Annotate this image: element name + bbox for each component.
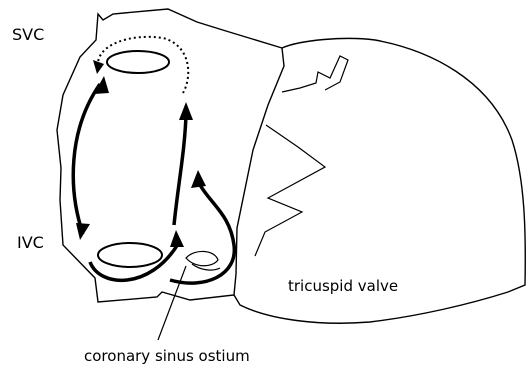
right-atrium-outline xyxy=(57,9,284,302)
left-arrowhead-top xyxy=(94,76,109,94)
bottom-flow-arrowhead xyxy=(170,230,184,247)
ventricle-notch xyxy=(282,56,348,92)
coronary-flow-arrowhead xyxy=(191,170,206,188)
left-flow-arrow xyxy=(73,84,100,234)
dotted-loop-arrowhead xyxy=(93,60,104,74)
coronary-sinus-ostium-label: coronary sinus ostium xyxy=(84,347,250,365)
left-arrowhead-bottom xyxy=(76,223,90,240)
tricuspid-valve-leaflets xyxy=(255,125,325,256)
svc-label: SVC xyxy=(12,25,44,44)
coronary-sinus-opening xyxy=(186,251,218,265)
tricuspid-valve-label: tricuspid valve xyxy=(288,277,398,295)
middle-arrowhead xyxy=(179,102,193,120)
ivc-opening xyxy=(98,243,162,267)
ivc-label: IVC xyxy=(17,233,44,252)
dotted-flow-loop xyxy=(98,37,188,93)
coronary-sinus-pointer xyxy=(158,266,186,340)
middle-flow-arrow xyxy=(174,114,186,225)
svc-opening xyxy=(107,51,169,73)
